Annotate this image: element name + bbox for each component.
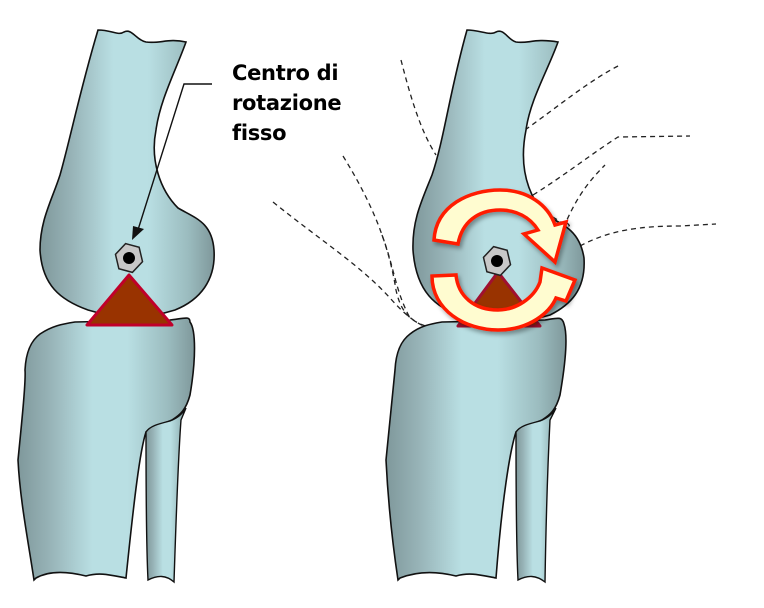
left-pivot-nut-icon	[114, 242, 144, 274]
right-pivot-nut-icon	[482, 245, 512, 277]
soft-tissue-dashed-lines	[272, 59, 717, 331]
left-knee	[17, 29, 215, 584]
left-fibula	[145, 407, 187, 584]
left-tibia	[17, 317, 196, 582]
left-hinge-triangle	[85, 273, 174, 327]
annotation-label: Centro di rotazione fisso	[232, 58, 342, 148]
annotation-line-3: fisso	[232, 121, 287, 145]
right-knee	[272, 29, 717, 584]
left-femur	[39, 29, 215, 318]
annotation-line-2: rotazione	[232, 91, 342, 115]
annotation-line-1: Centro di	[232, 61, 339, 85]
right-tibia	[385, 317, 567, 582]
rotation-arrows-icon	[430, 188, 578, 332]
leader-arrow-icon	[132, 83, 212, 240]
right-fibula	[515, 407, 557, 584]
